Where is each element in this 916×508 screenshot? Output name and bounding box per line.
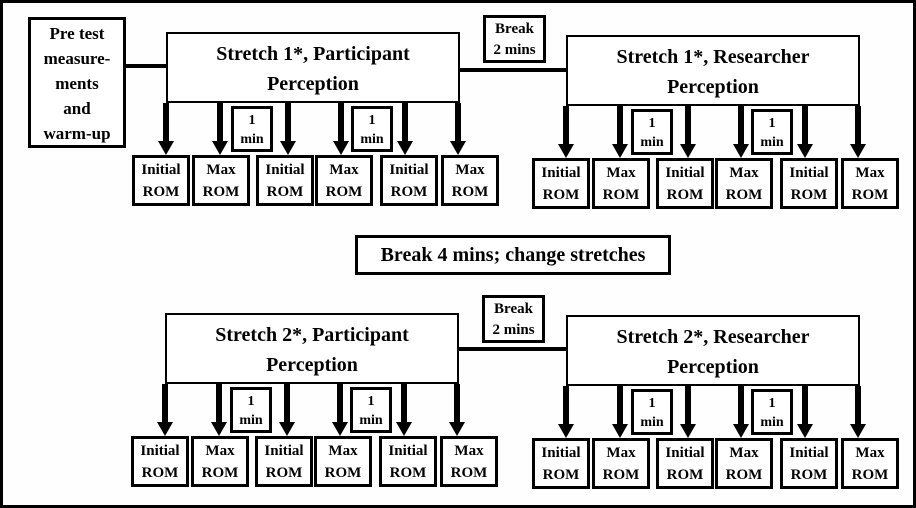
down-arrow (797, 386, 813, 439)
down-arrow (558, 386, 574, 439)
rom-box: Max ROM (441, 155, 499, 206)
down-arrow (558, 106, 574, 159)
stretch1-participant-title: Stretch 1*, Participant Perception (166, 32, 460, 103)
down-arrow (733, 106, 749, 159)
connector-stretch1-line (456, 68, 568, 72)
rom-box: Max ROM (592, 158, 650, 209)
rom-box: Max ROM (440, 436, 498, 487)
stretch1-participant-group: Stretch 1*, Participant Perception 1 min… (132, 32, 500, 207)
down-arrow (396, 384, 412, 437)
rom-box: Initial ROM (256, 155, 314, 206)
rom-box: Initial ROM (780, 158, 838, 209)
rom-box: Initial ROM (132, 155, 190, 206)
rom-box: Initial ROM (380, 155, 438, 206)
break-4mins-box: Break 4 mins; change stretches (355, 235, 671, 275)
rom-box: Max ROM (315, 155, 373, 206)
stretch2-participant-title: Stretch 2*, Participant Perception (165, 313, 459, 384)
one-min-box: 1 min (230, 387, 272, 433)
one-min-box: 1 min (351, 106, 393, 152)
rom-box: Initial ROM (780, 438, 838, 489)
down-arrow (612, 386, 628, 439)
rom-box: Initial ROM (656, 158, 714, 209)
rom-box: Initial ROM (656, 438, 714, 489)
down-arrow (733, 386, 749, 439)
down-arrow (797, 106, 813, 159)
down-arrow (850, 386, 866, 439)
down-arrow (279, 384, 295, 437)
one-min-box: 1 min (350, 387, 392, 433)
rom-box: Max ROM (314, 436, 372, 487)
rom-box: Max ROM (841, 158, 899, 209)
stretch2-researcher-group: Stretch 2*, Researcher Perception 1 min … (532, 315, 900, 490)
down-arrow (612, 106, 628, 159)
down-arrow (449, 384, 465, 437)
down-arrow (332, 384, 348, 437)
rom-box: Max ROM (191, 436, 249, 487)
down-arrow (333, 103, 349, 156)
rom-box: Max ROM (715, 158, 773, 209)
rom-box: Max ROM (715, 438, 773, 489)
stretch2-participant-group: Stretch 2*, Participant Perception 1 min… (131, 313, 499, 488)
down-arrow (850, 106, 866, 159)
down-arrow (680, 106, 696, 159)
down-arrow (157, 384, 173, 437)
stretch1-researcher-group: Stretch 1*, Researcher Perception 1 min … (532, 35, 900, 210)
rom-box: Initial ROM (131, 436, 189, 487)
one-min-box: 1 min (231, 106, 273, 152)
connector-stretch2-line (457, 347, 568, 351)
down-arrow (212, 103, 228, 156)
rom-box: Initial ROM (532, 158, 590, 209)
rom-box: Max ROM (192, 155, 250, 206)
down-arrow (450, 103, 466, 156)
break-2mins-bottom-box: Break 2 mins (482, 295, 545, 343)
down-arrow (158, 103, 174, 156)
connector-pretest-line (124, 64, 168, 68)
stretch1-researcher-title: Stretch 1*, Researcher Perception (566, 35, 860, 106)
one-min-box: 1 min (631, 389, 673, 435)
rom-box: Initial ROM (255, 436, 313, 487)
pretest-box: Pre test measure- ments and warm-up (28, 17, 126, 148)
stretch2-researcher-title: Stretch 2*, Researcher Perception (566, 315, 860, 386)
down-arrow (680, 386, 696, 439)
down-arrow (211, 384, 227, 437)
rom-box: Max ROM (841, 438, 899, 489)
rom-box: Initial ROM (532, 438, 590, 489)
one-min-box: 1 min (751, 389, 793, 435)
one-min-box: 1 min (751, 109, 793, 155)
rom-box: Initial ROM (379, 436, 437, 487)
break-2mins-top-box: Break 2 mins (483, 15, 546, 63)
rom-box: Max ROM (592, 438, 650, 489)
down-arrow (280, 103, 296, 156)
one-min-box: 1 min (631, 109, 673, 155)
down-arrow (397, 103, 413, 156)
